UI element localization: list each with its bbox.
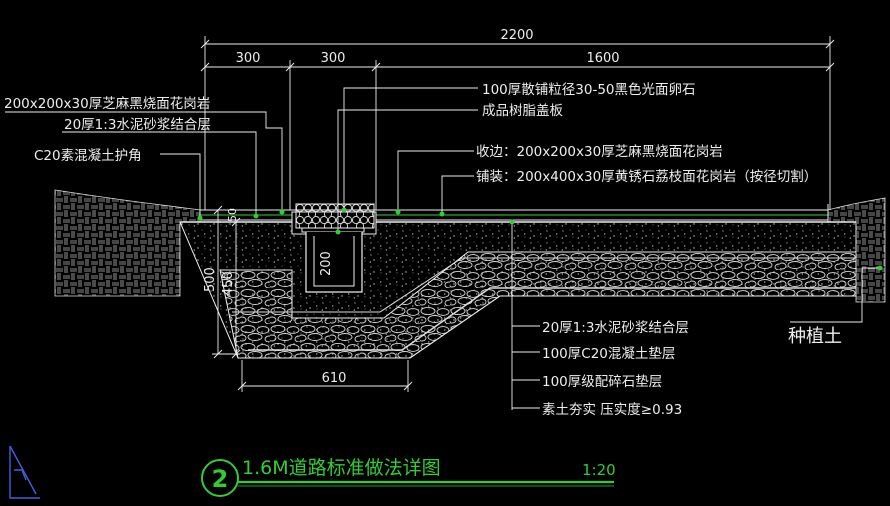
label-paving-granite: 铺装：200x400x30厚黄锈石荔枝面花岗岩（按径切割） [476, 168, 817, 185]
mortar-line [248, 287, 856, 351]
dim-500: 500 [203, 267, 218, 292]
label-concrete-corner: C20素混凝土护角 [34, 148, 142, 164]
dim-seg3: 1600 [586, 51, 619, 66]
title-number: 2 [212, 465, 229, 493]
pebble-fill [295, 203, 375, 229]
label-mortar-bottom: 20厚1:3水泥砂浆结合层 [542, 320, 689, 336]
dim-610: 610 [322, 371, 347, 386]
dim-50: 50 [226, 208, 239, 222]
drain-body [305, 232, 363, 293]
label-resin-cover: 成品树脂盖板 [482, 103, 563, 119]
dim-200: 200 [319, 251, 334, 276]
label-edge-granite: 收边：200x200x30厚芝麻黑烧面花岗岩 [476, 144, 723, 160]
title-number-circle [201, 459, 239, 497]
label-planting-soil: 种植土 [788, 326, 842, 347]
gravel-layer [219, 251, 857, 359]
dimension-top [200, 36, 835, 210]
planting-soil-left [54, 189, 201, 297]
leaders [5, 87, 880, 410]
dim-seg2: 300 [321, 51, 346, 66]
concrete-cushion-line [232, 257, 856, 313]
label-mortar-left: 20厚1:3水泥砂浆结合层 [64, 117, 211, 133]
label-pebbles: 100厚散铺粒径30-50黑色光面卵石 [482, 81, 696, 98]
ucs-icon [9, 445, 40, 499]
label-compacted-soil: 素土夯实 压实度≥0.93 [542, 402, 682, 418]
title-scale: 1:20 [582, 461, 616, 479]
label-c20-cushion: 100厚C20混凝土垫层 [542, 346, 675, 362]
dim-seg1: 300 [236, 51, 261, 66]
resin-cover [301, 227, 365, 233]
label-gravel-cushion: 100厚级配碎石垫层 [542, 374, 662, 390]
title-text: 1.6M道路标准做法详图 [242, 457, 441, 479]
dim-total: 2200 [500, 28, 533, 43]
dimension-left [212, 205, 413, 392]
leader-dots [197, 207, 883, 271]
label-granite-edge: 200x200x30厚芝麻黑烧面花岗岩 [4, 96, 210, 112]
dim-450: 450 [221, 271, 236, 296]
